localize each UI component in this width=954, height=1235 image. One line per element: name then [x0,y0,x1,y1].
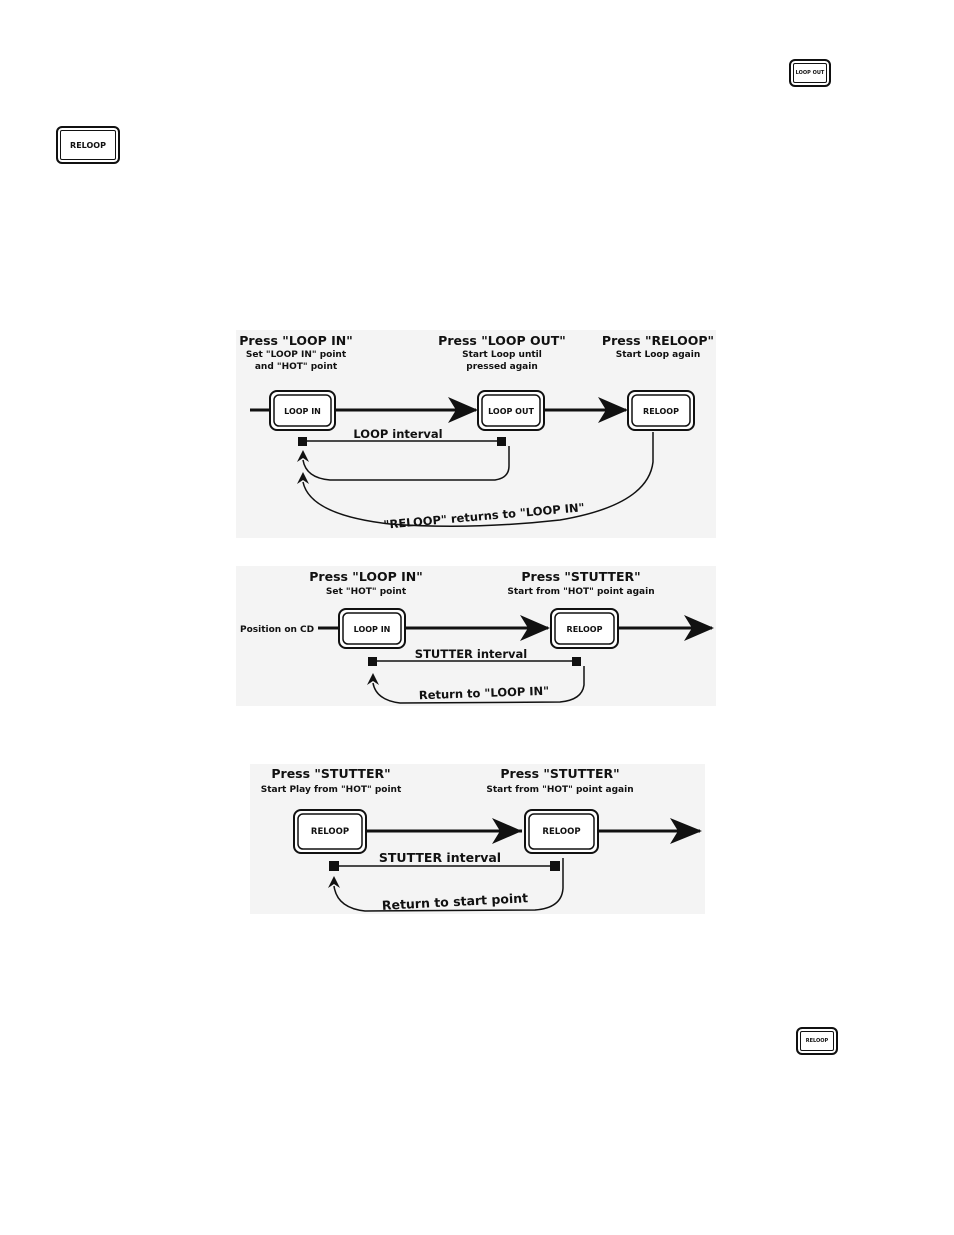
d3-interval-start [329,861,339,871]
d3-col1-sub: Start Play from "HOT" point [261,785,402,795]
d1-col2-sub1: Start Loop until [462,350,542,360]
diagram2-panel [236,566,716,706]
d1-col3-sub1: Start Loop again [616,350,701,360]
diagram1-panel [236,330,716,538]
d1-reloop-key: RELOOP [627,390,695,431]
d3-interval-end [550,861,560,871]
d1-col2-sub2: pressed again [466,362,537,372]
d2-position-label: Position on CD [240,625,314,635]
d1-interval-start [298,437,307,446]
d2-return-arrow [367,673,379,685]
d2-return-label: Return to "LOOP IN" [419,684,550,703]
d1-col1-sub1: Set "LOOP IN" point [246,350,347,360]
d1-reloop-return-arrow [297,472,309,484]
d1-interval-label: LOOP interval [353,427,442,441]
d3-col2-sub: Start from "HOT" point again [486,785,633,795]
d2-col1-title: Press "LOOP IN" [309,569,422,584]
d1-loop-out-key: LOOP OUT [477,390,545,431]
reloop-icon-bottom-label: RELOOP [805,1038,829,1044]
d1-col2-title: Press "LOOP OUT" [438,333,566,348]
d1-col3-title: Press "RELOOP" [602,333,714,348]
d3-return-curve [333,858,564,912]
d3-reloop-key-2: RELOOP [524,809,599,854]
d2-interval-start [368,657,377,666]
d2-arrow1 [520,615,550,641]
d2-key2-label: RELOOP [567,625,603,634]
d1-loop-return-curve [302,446,510,481]
d2-loop-in-key: LOOP IN [338,608,406,649]
diagram3: Press "STUTTER" Start Play from "HOT" po… [261,766,702,913]
d3-return-arrow [328,876,340,888]
d2-return-curve [372,666,585,704]
reloop-button-icon-bottom: RELOOP [796,1027,838,1055]
d3-reloop-key-1: RELOOP [293,809,367,854]
d1-loop-in-key: LOOP IN [269,390,336,431]
d3-col1-title: Press "STUTTER" [271,766,390,781]
d1-loop-return-arrow [297,450,309,462]
d3-arrow1 [492,818,522,844]
loop-out-icon-label: LOOP OUT [795,70,825,76]
d1-col1-sub2: and "HOT" point [255,362,338,372]
d1-col1-title: Press "LOOP IN" [239,333,352,348]
d1-return-label: "RELOOP" returns to "LOOP IN" [383,500,585,532]
d1-key1-label: LOOP IN [284,407,321,416]
d2-interval-label: STUTTER interval [415,647,527,661]
d1-arrow2 [598,397,628,423]
d1-reloop-return-curve [302,432,654,527]
d1-key3-label: RELOOP [643,407,679,416]
d2-reloop-key: RELOOP [550,608,619,649]
d1-key2-label: LOOP OUT [488,407,534,416]
diagram2: Press "LOOP IN" Set "HOT" point Press "S… [240,569,714,704]
d3-key2-label: RELOOP [542,827,580,837]
d2-col2-title: Press "STUTTER" [521,569,640,584]
d2-col2-sub: Start from "HOT" point again [507,587,654,597]
d3-col2-title: Press "STUTTER" [500,766,619,781]
d2-interval-end [572,657,581,666]
reloop-button-icon: RELOOP [56,126,120,164]
d1-interval-end [497,437,506,446]
d1-arrow1 [448,397,478,423]
reloop-icon-label: RELOOP [70,140,106,150]
loop-out-button-icon: LOOP OUT [789,59,831,87]
d3-interval-label: STUTTER interval [379,850,501,865]
diagram1: Press "LOOP IN" Set "LOOP IN" point and … [239,333,714,532]
d2-key1-label: LOOP IN [354,625,391,634]
d3-key1-label: RELOOP [311,827,349,837]
d2-col1-sub: Set "HOT" point [326,587,407,597]
d2-arrow2 [684,615,714,641]
d3-arrow2 [670,818,702,844]
